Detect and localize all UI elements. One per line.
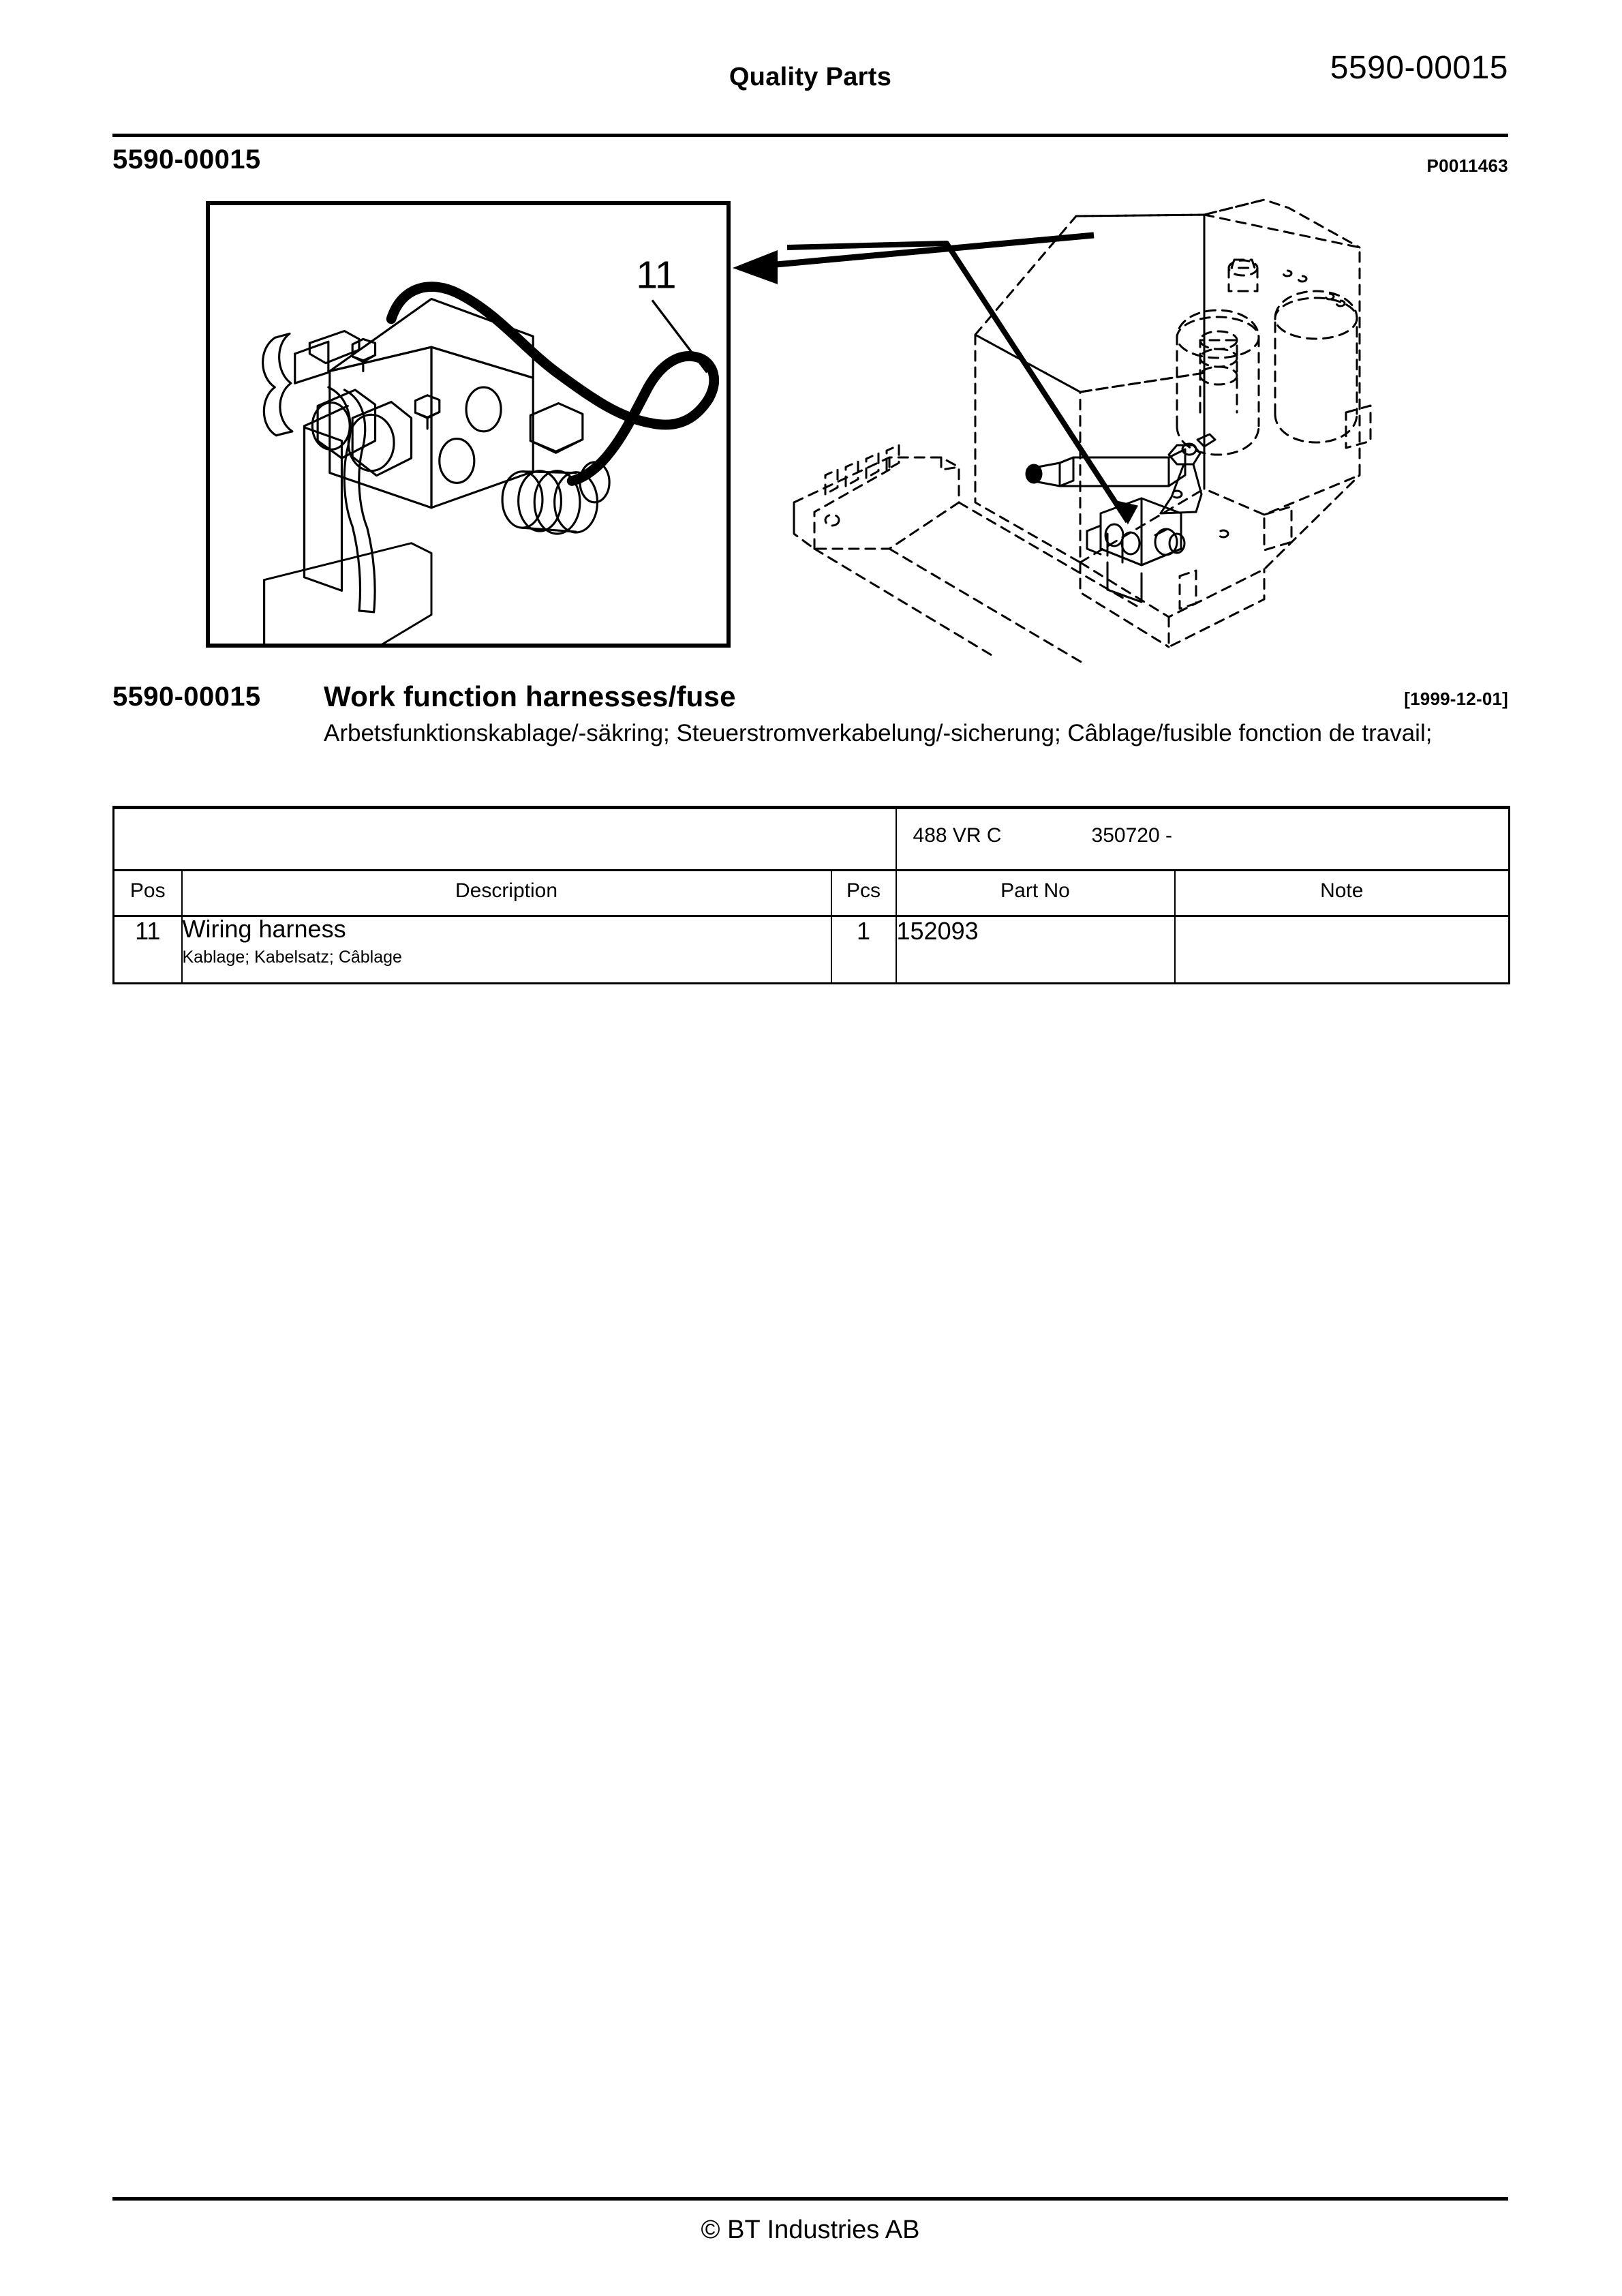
column-header-description-label: Description	[455, 879, 558, 902]
cell-description-translations: Kablage; Kabelsatz; Câblage	[182, 948, 402, 967]
svg-text:11: 11	[636, 254, 676, 297]
column-header-note-label: Note	[1320, 879, 1364, 902]
illustration-area: 11	[112, 194, 1508, 665]
page-header: Quality Parts 5590-00015	[112, 50, 1508, 134]
cell-pos: 11	[112, 915, 183, 984]
cell-part-no[interactable]: 152093	[895, 915, 1176, 984]
cell-pos-value: 11	[135, 917, 161, 945]
parts-table: 488 VR C 350720 - Pos Description Pcs Par…	[112, 806, 1511, 984]
section-title: Work function harnesses/fuse	[324, 680, 736, 712]
cell-description: Wiring harness Kablage; Kabelsatz; Câbla…	[181, 915, 832, 984]
overview-leader-line	[787, 241, 1139, 525]
wiring-harness-cable	[386, 282, 719, 486]
column-header-description: Description	[181, 869, 832, 917]
column-header-part-no-label: Part No	[1000, 879, 1070, 902]
column-header-pcs-label: Pcs	[846, 879, 881, 902]
variant-code: 488 VR C	[913, 824, 1002, 847]
cell-pcs-value: 1	[856, 917, 871, 945]
truck-overview-drawing	[787, 198, 1372, 665]
footer-copyright: © BT Industries AB	[701, 2216, 920, 2244]
table-row[interactable]: 11 Wiring harness Kablage; Kabelsatz; Câ…	[112, 915, 1511, 984]
cell-pcs: 1	[830, 915, 897, 984]
cell-description-main: Wiring harness	[182, 915, 346, 943]
column-header-pcs: Pcs	[830, 869, 897, 917]
header-rule	[112, 134, 1508, 137]
detail-view-frame: 11	[206, 201, 731, 648]
section-number: 5590-00015	[112, 682, 261, 712]
cell-part-no-value: 152093	[896, 917, 979, 945]
variant-blank-cell	[112, 806, 897, 871]
column-header-pos-label: Pos	[129, 879, 166, 902]
variant-header-row: 488 VR C 350720 -	[112, 806, 1511, 871]
variant-serial-range: 350720 -	[1091, 824, 1172, 847]
column-header-note: Note	[1174, 869, 1511, 917]
valve-block-detail-drawing: 11	[262, 254, 719, 644]
section-description-multilingual: Arbetsfunktionskablage/-säkring; Steuers…	[324, 720, 1433, 746]
drawing-reference-code: P0011463	[1426, 155, 1508, 176]
callout-11: 11	[636, 254, 708, 374]
section-revision-date: [1999-12-01]	[1404, 689, 1508, 709]
column-header-pos: Pos	[112, 869, 183, 917]
header-title: Quality Parts	[729, 63, 892, 91]
cell-note	[1174, 915, 1511, 984]
subheader-section-code: 5590-00015	[112, 145, 261, 175]
footer-rule	[112, 2197, 1508, 2201]
header-section-code: 5590-00015	[1330, 50, 1508, 86]
column-header-part-no: Part No	[895, 869, 1176, 917]
variant-info-cell: 488 VR C 350720 -	[895, 806, 1511, 871]
table-column-header-row: Pos Description Pcs Part No Note	[112, 869, 1511, 917]
